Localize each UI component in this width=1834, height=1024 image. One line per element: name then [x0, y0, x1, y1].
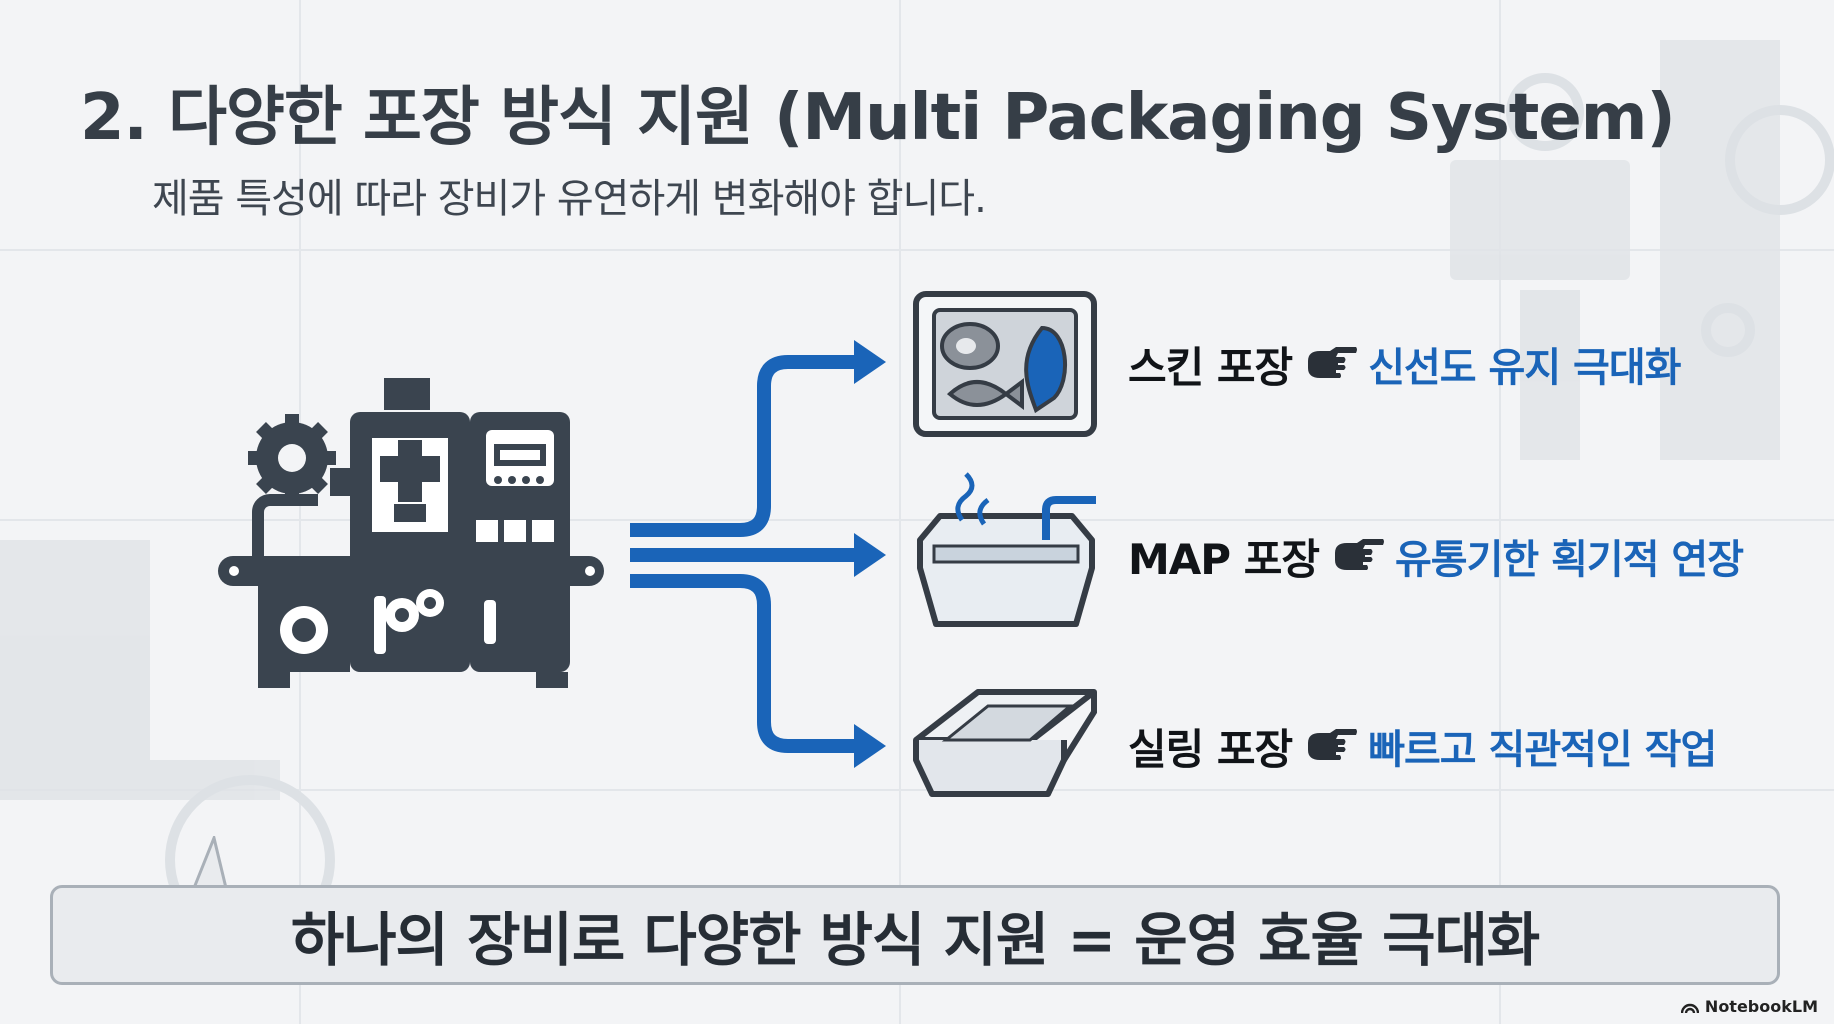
arrow-head-icon — [854, 724, 886, 768]
callout-tail — [192, 836, 228, 889]
packaging-machine-icon — [218, 378, 604, 688]
skin-pack-tray-icon — [913, 291, 1097, 437]
method-benefit: 신선도 유지 극대화 — [1368, 345, 1681, 391]
summary-callout: 하나의 장비로 다양한 방식 지원 = 운영 효율 극대화 — [50, 885, 1780, 985]
method-row-sealing: 실링 포장 빠르고 직관적인 작업 — [1128, 716, 1717, 776]
pointing-hand-icon — [1308, 729, 1358, 760]
notebooklm-logo-icon — [1680, 1003, 1699, 1013]
pointing-hand-icon — [1334, 539, 1384, 570]
method-benefit: 빠르고 직관적인 작업 — [1368, 727, 1717, 773]
method-name: MAP 포장 — [1128, 534, 1320, 584]
brand-watermark: NotebookLM — [1680, 997, 1818, 1016]
method-name: 실링 포장 — [1128, 724, 1293, 774]
page-subtitle: 제품 특성에 따라 장비가 유연하게 변화해야 합니다. — [152, 176, 987, 222]
method-row-skin: 스킨 포장 신선도 유지 극대화 — [1128, 334, 1681, 394]
summary-callout-text: 하나의 장비로 다양한 방식 지원 = 운영 효율 극대화 — [290, 906, 1540, 974]
arrow-head-icon — [854, 533, 886, 577]
method-benefit: 유통기한 획기적 연장 — [1394, 537, 1744, 583]
sealing-tray-icon — [913, 689, 1097, 797]
map-gas-tray-icon — [917, 472, 1096, 627]
method-row-map: MAP 포장 유통기한 획기적 연장 — [1128, 526, 1744, 586]
pointing-hand-icon — [1308, 347, 1358, 378]
brand-name: NotebookLM — [1704, 997, 1818, 1016]
page-title: 2. 다양한 포장 방식 지원 (Multi Packaging System) — [80, 81, 1676, 155]
arrow-head-icon — [854, 340, 886, 384]
method-name: 스킨 포장 — [1128, 342, 1293, 392]
flow-arrows — [630, 355, 860, 753]
